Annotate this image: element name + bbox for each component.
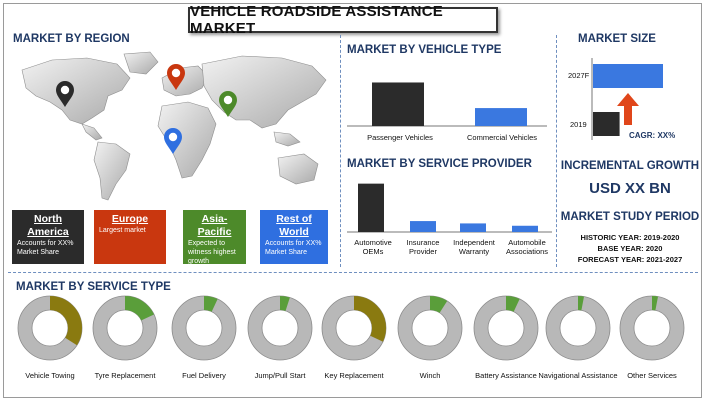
rest-of-world-pin-icon — [164, 128, 182, 154]
bar-automotive-oems — [358, 183, 384, 232]
asia-pacific-pin-icon — [219, 91, 237, 117]
vehicle-label-passenger: Passenger Vehicles — [367, 133, 433, 142]
bar-size-2019 — [593, 112, 620, 136]
greenland-landmass — [123, 51, 159, 75]
card-asia-pacific: Asia-Pacific Expected to witness highest… — [183, 210, 246, 265]
donut-label-winch: Winch — [419, 371, 441, 380]
donut-label-key-replacement: Key Replacement — [324, 371, 384, 380]
donut-slice-jump-pull-start — [248, 296, 312, 360]
forecast-year: FORECAST YEAR: 2021-2027 — [577, 255, 683, 264]
north-america-pin-icon — [56, 81, 74, 107]
donut-slice-battery-assistance — [474, 296, 538, 360]
market-size-heading: MARKET SIZE — [578, 33, 656, 45]
donut-hole-jump-pull-start — [261, 309, 299, 347]
market-size-chart — [591, 58, 663, 140]
se-asia-landmass — [273, 131, 301, 147]
title-box: VEHICLE ROADSIDE ASSISTANCE MARKET — [188, 3, 498, 37]
growth-arrow-icon — [617, 93, 639, 125]
provider-label-warranty: Independent Warranty — [453, 238, 495, 256]
donut-label-other-services: Other Services — [627, 371, 677, 380]
donut-slice-other-services — [620, 296, 684, 360]
service-type-heading: MARKET BY SERVICE TYPE — [16, 281, 171, 293]
donut-hole-winch — [411, 309, 449, 347]
base-year: BASE YEAR: 2020 — [597, 244, 663, 253]
service-provider-chart — [347, 183, 552, 233]
donut-label-tyre-replacement: Tyre Replacement — [94, 371, 156, 380]
incremental-growth-heading: INCREMENTAL GROWTH — [560, 160, 700, 172]
service-type-donuts — [17, 295, 685, 361]
donut-slice-tyre-replacement — [93, 296, 157, 360]
south-america-landmass — [93, 141, 131, 201]
divider-service-type — [8, 272, 698, 273]
donut-slice-vehicle-towing — [18, 296, 82, 360]
card-rest-of-world-text: Accounts for XX% Market Share — [265, 240, 322, 256]
donut-label-fuel-delivery: Fuel Delivery — [182, 371, 226, 380]
card-north-america: North America Accounts for XX% Market Sh… — [12, 210, 84, 264]
bar-commercial-vehicles — [475, 108, 527, 126]
card-asia-pacific-text: Expected to witness highest growth — [188, 240, 236, 265]
donut-label-navigational-assistance: Navigational Assistance — [538, 371, 618, 380]
card-asia-pacific-title: Asia-Pacific — [197, 213, 232, 238]
donut-hole-battery-assistance — [487, 309, 525, 347]
donut-slice-fuel-delivery — [172, 296, 236, 360]
divider-region — [340, 35, 341, 267]
donut-slice-winch — [398, 296, 462, 360]
provider-label-oems: Automotive OEMs — [354, 238, 392, 256]
provider-label-associations: Automobile Associations — [505, 238, 549, 256]
page-title: VEHICLE ROADSIDE ASSISTANCE MARKET — [190, 3, 443, 37]
card-europe-title: Europe — [111, 213, 149, 225]
vehicle-type-chart — [347, 82, 547, 127]
australia-landmass — [277, 153, 319, 185]
card-europe: Europe Largest market — [94, 210, 166, 264]
donut-hole-vehicle-towing — [31, 309, 69, 347]
donut-hole-tyre-replacement — [106, 309, 144, 347]
donut-hole-key-replacement — [335, 309, 373, 347]
incremental-growth-value: USD XX BN — [589, 180, 671, 197]
bar-insurance-provider — [410, 221, 436, 232]
donut-label-vehicle-towing: Vehicle Towing — [25, 371, 75, 380]
asia-landmass — [201, 55, 327, 129]
card-rest-of-world: Rest of World Accounts for XX% Market Sh… — [260, 210, 328, 264]
donut-label-battery-assistance: Battery Assistance — [475, 371, 537, 380]
historic-year: HISTORIC YEAR: 2019-2020 — [580, 233, 680, 242]
provider-label-insurance: Insurance Provider — [406, 238, 440, 256]
donut-hole-other-services — [633, 309, 671, 347]
card-rest-of-world-title: Rest of World — [276, 213, 312, 238]
card-europe-text: Largest market — [99, 227, 146, 234]
vehicle-type-heading: MARKET BY VEHICLE TYPE — [347, 44, 502, 56]
divider-size — [556, 35, 557, 267]
size-label-2027f: 2027F — [568, 71, 590, 80]
donut-label-jump-pull-start: Jump/Pull Start — [254, 371, 306, 380]
europe-pin-icon — [167, 64, 185, 90]
page-frame — [3, 3, 702, 398]
service-provider-heading: MARKET BY SERVICE PROVIDER — [347, 158, 532, 170]
size-label-2019: 2019 — [570, 120, 587, 129]
donut-hole-navigational-assistance — [559, 309, 597, 347]
donut-slice-key-replacement — [322, 296, 386, 360]
study-period-heading: MARKET STUDY PERIOD — [560, 211, 700, 223]
card-north-america-text: Accounts for XX% Market Share — [17, 240, 74, 256]
cagr-text: CAGR: XX% — [629, 131, 676, 140]
bar-automobile-associations — [512, 225, 538, 232]
card-north-america-title: North America — [27, 213, 69, 238]
bar-independent-warranty — [460, 223, 486, 232]
region-heading: MARKET BY REGION — [13, 33, 130, 45]
vehicle-label-commercial: Commercial Vehicles — [466, 133, 538, 142]
central-america-landmass — [81, 123, 103, 141]
donut-hole-fuel-delivery — [185, 309, 223, 347]
bar-size-2027f — [593, 64, 663, 88]
bar-passenger-vehicles — [372, 82, 424, 126]
donut-slice-navigational-assistance — [546, 296, 610, 360]
north-america-landmass — [21, 57, 131, 125]
